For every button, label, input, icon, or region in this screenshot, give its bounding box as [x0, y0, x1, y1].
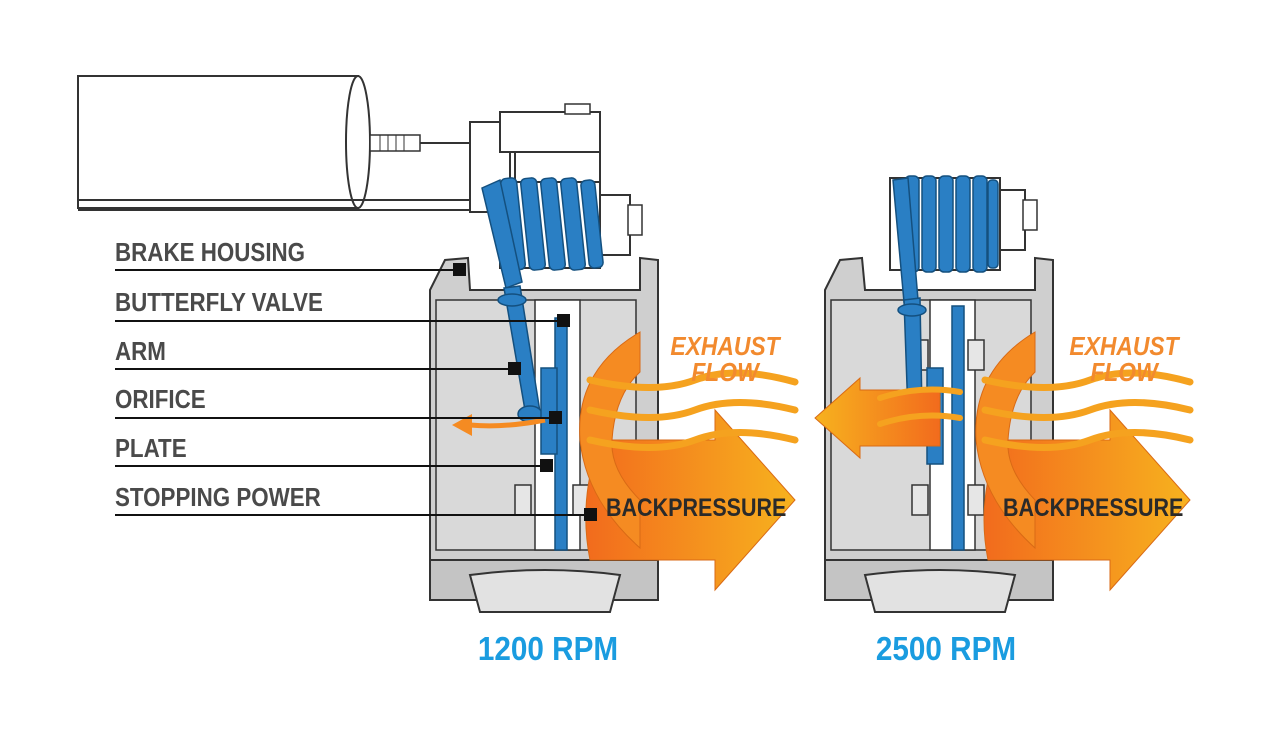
right-backpressure-label: BACKPRESSURE — [1003, 494, 1184, 522]
right-rpm-label: 2500 RPM — [875, 630, 1017, 667]
right-exhaust-flow-line2: FLOW — [1090, 357, 1158, 387]
left-rpm-label: 1200 RPM — [477, 630, 619, 667]
left-spring — [499, 177, 604, 271]
left-orifice-flow-arrow — [452, 414, 546, 436]
air-cylinder — [77, 75, 470, 211]
actuator-bracket — [469, 103, 643, 256]
label-arm: ARM — [115, 336, 166, 366]
right-exhaust-flow-line1: EXHAUST — [1069, 331, 1179, 361]
left-exhaust-flow-line2: FLOW — [691, 357, 759, 387]
left-exhaust-flow-label: EXHAUST FLOW — [663, 333, 786, 385]
right-actuator-bracket — [994, 189, 1038, 251]
right-arm — [892, 177, 927, 415]
left-exhaust-flow-lines — [586, 369, 799, 451]
label-orifice: ORIFICE — [115, 384, 206, 414]
left-arm — [481, 178, 543, 423]
right-exhaust-flow-label: EXHAUST FLOW — [1062, 333, 1185, 385]
leader-markers — [453, 263, 597, 521]
left-backpressure-label: BACKPRESSURE — [606, 494, 787, 522]
label-brake-housing: BRAKE HOUSING — [115, 237, 306, 267]
label-plate: PLATE — [115, 433, 187, 463]
right-exhaust-flow-lines — [877, 369, 1194, 451]
label-butterfly-valve: BUTTERFLY VALVE — [115, 287, 323, 317]
leader-lines — [115, 269, 590, 516]
label-stopping-power: STOPPING POWER — [115, 482, 321, 512]
right-bypass-arrow — [814, 376, 941, 460]
left-exhaust-flow-line1: EXHAUST — [670, 331, 780, 361]
